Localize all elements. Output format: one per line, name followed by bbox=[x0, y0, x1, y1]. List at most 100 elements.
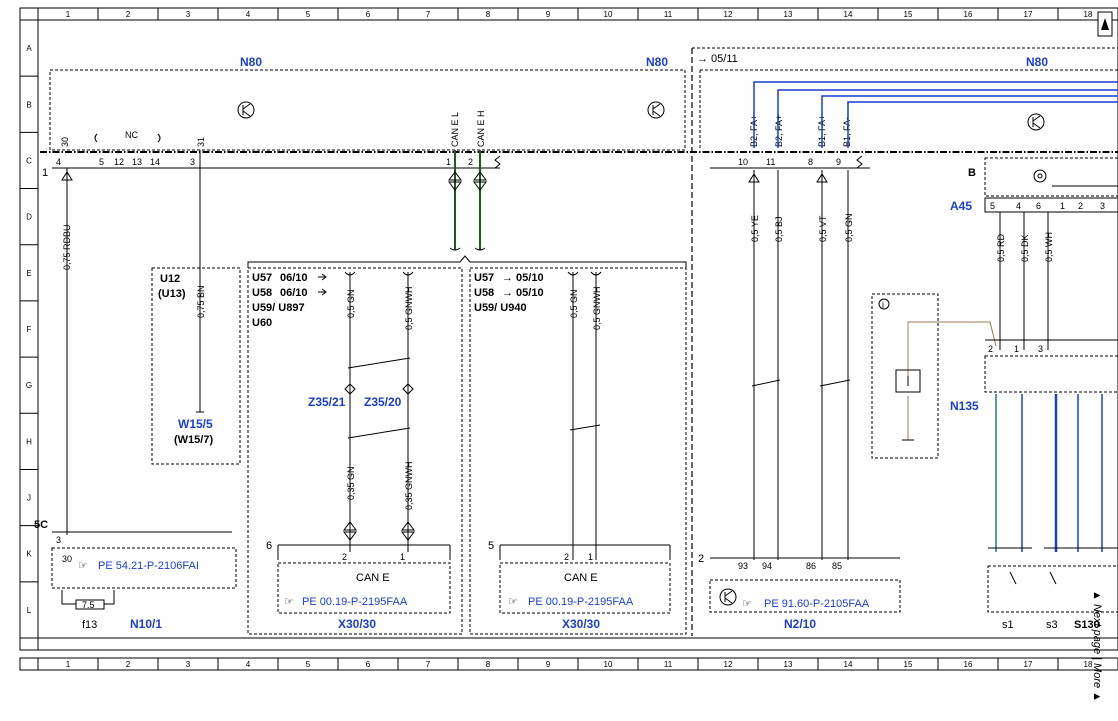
x30-right-module bbox=[499, 562, 671, 614]
ref-link[interactable]: PE 00.19-P-2195FAA bbox=[302, 596, 408, 608]
pin-label: 1 bbox=[400, 552, 405, 562]
n80-right-label: N80 bbox=[1026, 55, 1048, 69]
wire-label: 0,35 GNWH bbox=[404, 461, 414, 510]
transistor-icon bbox=[719, 588, 737, 606]
grid-row-label: A bbox=[26, 44, 32, 53]
pin-label: 12 bbox=[114, 157, 124, 167]
twist-mark bbox=[347, 357, 411, 369]
grid-column-label: 12 bbox=[724, 660, 733, 669]
grid-column-label: 3 bbox=[186, 660, 191, 669]
s3-label: s3 bbox=[1046, 619, 1058, 631]
grid-column-label: 11 bbox=[664, 660, 673, 669]
wire-label: 0,5 GN bbox=[346, 289, 356, 318]
grid-column-label: 4 bbox=[246, 660, 251, 669]
can-wire-ends bbox=[449, 247, 486, 251]
wire-label: 0,75 RDBU bbox=[62, 224, 72, 270]
grid-column-label: 11 bbox=[664, 10, 673, 19]
grid-column-label: 8 bbox=[486, 10, 491, 19]
column-grid: 1122334455667788991010111112121313141415… bbox=[37, 8, 1093, 670]
variant-bracket bbox=[247, 255, 687, 268]
connector-pins-left: 4 5 12 13 14 3 1 2 30 31 NC CAN E L CAN … bbox=[56, 110, 486, 167]
grid-row-label: K bbox=[26, 550, 32, 559]
can-e-label: CAN E bbox=[564, 572, 598, 584]
wire-label: 0,5 YE bbox=[750, 215, 760, 242]
n80-left-box bbox=[49, 69, 686, 151]
grid-column-label: 13 bbox=[784, 10, 793, 19]
grid-column-label: 15 bbox=[904, 10, 913, 19]
grid-row-label: C bbox=[26, 156, 32, 165]
grid-column-label: 13 bbox=[784, 660, 793, 669]
b-label: B bbox=[968, 167, 976, 179]
s130-module bbox=[987, 565, 1118, 613]
connector-pins-right: 10 11 8 9 B2, FA+ B2, FA+ B1, FA+ B1, FA… bbox=[738, 115, 852, 167]
variant-date: 06/10 bbox=[280, 272, 308, 284]
z35-20-label: Z35/20 bbox=[364, 395, 402, 409]
pin-label: 2 bbox=[468, 157, 473, 167]
u13-label: (U13) bbox=[158, 288, 186, 300]
module-number: 2 bbox=[698, 553, 704, 565]
variant-date: → 05/10 bbox=[502, 272, 544, 284]
twist-mark bbox=[819, 379, 851, 387]
info-icon bbox=[878, 298, 890, 310]
hand-pointer-icon: ☞ bbox=[78, 560, 88, 572]
twist-mark bbox=[347, 427, 411, 439]
can-h-label: CAN E H bbox=[476, 110, 486, 147]
variant-code: U57 bbox=[252, 272, 272, 284]
wire-label: 0,5 GNWH bbox=[404, 286, 414, 330]
wire-top-ends bbox=[567, 271, 602, 276]
pin-label: 93 bbox=[738, 561, 748, 571]
w15-7-label: (W15/7) bbox=[174, 434, 213, 446]
grid-row-label: D bbox=[26, 213, 32, 222]
pin-label: 4 bbox=[56, 157, 61, 167]
variant-box-right bbox=[469, 267, 687, 635]
n10-1-label: N10/1 bbox=[130, 617, 162, 631]
grid-column-label: 14 bbox=[844, 660, 853, 669]
next-page-link[interactable]: ▲ Next page | More ▲ bbox=[1091, 590, 1103, 702]
grid-column-label: 7 bbox=[426, 10, 431, 19]
pin-label: 4 bbox=[1016, 201, 1021, 211]
bus-wire bbox=[821, 95, 1118, 148]
grid-column-label: 3 bbox=[186, 10, 191, 19]
wire-label: 0,5 GN bbox=[844, 213, 854, 242]
pin-label: 3 bbox=[1100, 201, 1105, 211]
switch-contact-icon bbox=[1009, 571, 1057, 585]
grid-column-label: 16 bbox=[964, 10, 973, 19]
variant-code: U57 bbox=[474, 272, 494, 284]
pin-label: 94 bbox=[762, 561, 772, 571]
nc-label: NC bbox=[125, 130, 138, 140]
signal-label: B1, FA- bbox=[842, 117, 852, 147]
speaker-icon bbox=[1033, 169, 1047, 183]
grid-column-label: 1 bbox=[66, 660, 71, 669]
can-l-label: CAN E L bbox=[450, 112, 460, 147]
brown-wire bbox=[907, 321, 997, 380]
ref-link[interactable]: PE 00.19-P-2195FAA bbox=[528, 596, 634, 608]
s1-label: s1 bbox=[1002, 619, 1014, 631]
row-marker: 1 bbox=[42, 167, 48, 179]
break-zig-left bbox=[494, 155, 501, 169]
transistor-icon bbox=[647, 101, 665, 119]
pin-label: 3 bbox=[190, 157, 195, 167]
can-connector-icon bbox=[448, 171, 487, 191]
pin-label: 1 bbox=[1060, 201, 1065, 211]
twist-mark bbox=[569, 424, 601, 431]
ref-link[interactable]: PE 91.60-P-2105FAA bbox=[764, 598, 870, 610]
label-5c: 5C bbox=[34, 519, 48, 531]
splice-icon bbox=[402, 383, 414, 395]
pin-label: 2 bbox=[564, 552, 569, 562]
grid-column-label: 5 bbox=[306, 10, 311, 19]
grid-row-label: J bbox=[27, 494, 31, 503]
transistor-icon bbox=[1027, 113, 1045, 131]
grid-column-label: 2 bbox=[126, 660, 131, 669]
grid-column-label: 17 bbox=[1024, 10, 1033, 19]
hand-pointer-icon: ☞ bbox=[742, 598, 752, 610]
switch-icon bbox=[895, 369, 921, 393]
grid-column-label: 1 bbox=[66, 10, 71, 19]
pin-label: 2 bbox=[988, 344, 993, 354]
s130-label: S130 bbox=[1074, 619, 1100, 631]
z35-21-label: Z35/21 bbox=[308, 395, 346, 409]
grid-row-label: G bbox=[26, 381, 32, 390]
pin-label: 1 bbox=[446, 157, 451, 167]
ref-link[interactable]: PE 54.21-P-2106FAI bbox=[98, 560, 199, 572]
fuse-wiring bbox=[61, 590, 115, 605]
grid-row-label: L bbox=[27, 606, 32, 615]
